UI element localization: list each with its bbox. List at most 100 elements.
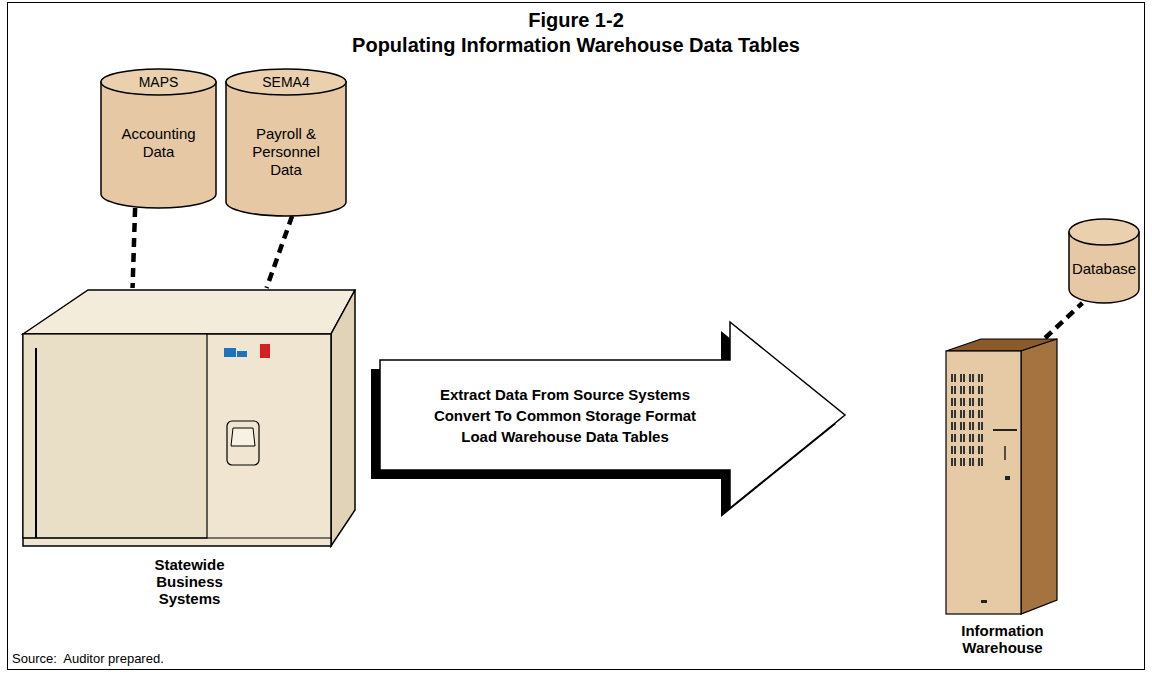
dashed-link	[133, 208, 136, 288]
block-arrow	[371, 322, 845, 517]
vent-slot	[963, 410, 965, 418]
accounting-data-cylinder: MAPS Accounting Data	[100, 68, 217, 208]
node-label: Information Warehouse	[947, 622, 1059, 656]
vent-slot	[969, 422, 971, 430]
vent-slot	[960, 410, 962, 418]
server-drawing	[945, 338, 1060, 616]
cylinder-top	[226, 69, 346, 95]
node-label: Statewide Business Systems	[130, 556, 250, 607]
vent-slot	[954, 410, 956, 418]
vent-slot	[960, 434, 962, 442]
vent-slot	[972, 446, 974, 454]
drive-bay	[993, 429, 1017, 431]
mainframe-base	[23, 537, 331, 538]
node-label: Database	[1070, 260, 1138, 278]
vent-slot	[969, 446, 971, 454]
dashed-link	[267, 216, 293, 288]
vent-slot	[954, 374, 956, 382]
vent-slot	[963, 374, 965, 382]
indicator-light	[224, 348, 236, 357]
vent-slot	[969, 374, 971, 382]
mainframe-window	[227, 421, 259, 465]
vent-slot	[954, 446, 956, 454]
node-heading: MAPS	[106, 73, 211, 91]
vent-slot	[981, 398, 983, 406]
vent-slot	[951, 398, 953, 406]
payroll-data-cylinder: SEMA4Payroll & Personnel Data	[225, 68, 347, 216]
vent-slot	[951, 374, 953, 382]
node-heading: SEMA4	[239, 73, 334, 91]
node-label: Accounting Data	[106, 125, 211, 161]
vent-slot	[981, 374, 983, 382]
vent-slot	[978, 386, 980, 394]
vent-slot	[978, 458, 980, 466]
mainframe-panel	[23, 334, 207, 538]
mainframe-top	[23, 290, 355, 334]
server-tower: Information Warehouse	[945, 338, 1060, 660]
node-label: Payroll & Personnel Data	[239, 125, 334, 179]
server-front	[946, 351, 1021, 614]
cylinder-top	[1069, 219, 1139, 245]
dashed-line	[267, 216, 293, 288]
vent-slot	[972, 422, 974, 430]
vent-slot	[969, 410, 971, 418]
vent-slot	[981, 422, 983, 430]
drive-bay	[1004, 446, 1006, 460]
vent-slot	[969, 398, 971, 406]
vent-slot	[951, 422, 953, 430]
vent-slot	[960, 446, 962, 454]
vent-slot	[951, 410, 953, 418]
vent-slot	[978, 398, 980, 406]
power-light	[981, 600, 987, 603]
figure-title: Figure 1-2	[0, 9, 1152, 32]
mainframe-computer: Statewide Business Systems	[22, 288, 357, 618]
vent-slot	[963, 446, 965, 454]
vent-slot	[972, 458, 974, 466]
vent-slot	[951, 446, 953, 454]
vent-slot	[978, 446, 980, 454]
vent-slot	[960, 422, 962, 430]
vent-slot	[972, 410, 974, 418]
vent-slot	[978, 374, 980, 382]
arrow-body	[380, 322, 845, 508]
server-side	[1021, 339, 1057, 614]
vent-slot	[969, 458, 971, 466]
vent-slot	[960, 386, 962, 394]
indicator-light	[260, 344, 270, 358]
mainframe-slot	[231, 428, 255, 446]
vent-slot	[951, 434, 953, 442]
vent-slot	[963, 422, 965, 430]
vent-slot	[954, 422, 956, 430]
vent-slot	[960, 398, 962, 406]
vent-slot	[972, 398, 974, 406]
dashed-line	[1045, 303, 1082, 338]
vent-slot	[972, 434, 974, 442]
vent-slot	[981, 410, 983, 418]
vent-slot	[963, 458, 965, 466]
cylinder-body	[101, 82, 216, 208]
dashed-link	[1045, 303, 1082, 338]
mainframe-drawing	[22, 288, 357, 550]
vent-slot	[978, 434, 980, 442]
vent-slot	[963, 398, 965, 406]
arrow-label: Extract Data From Source Systems Convert…	[418, 384, 713, 447]
vent-slot	[954, 458, 956, 466]
vent-slot	[978, 422, 980, 430]
vent-slot	[963, 386, 965, 394]
database-cylinder: Database	[1068, 218, 1140, 303]
vent-slot	[954, 434, 956, 442]
vent-slot	[969, 386, 971, 394]
vent-slot	[960, 374, 962, 382]
vent-slot	[981, 386, 983, 394]
vent-slot	[969, 434, 971, 442]
figure-subtitle: Populating Information Warehouse Data Ta…	[0, 34, 1152, 57]
vent-slot	[951, 386, 953, 394]
dashed-line	[133, 208, 136, 288]
mainframe-edge	[35, 348, 37, 538]
vent-slot	[972, 374, 974, 382]
source-note: Source: Auditor prepared.	[12, 651, 164, 666]
vent-slot	[954, 398, 956, 406]
drive-light	[1005, 476, 1010, 480]
vent-slot	[954, 386, 956, 394]
